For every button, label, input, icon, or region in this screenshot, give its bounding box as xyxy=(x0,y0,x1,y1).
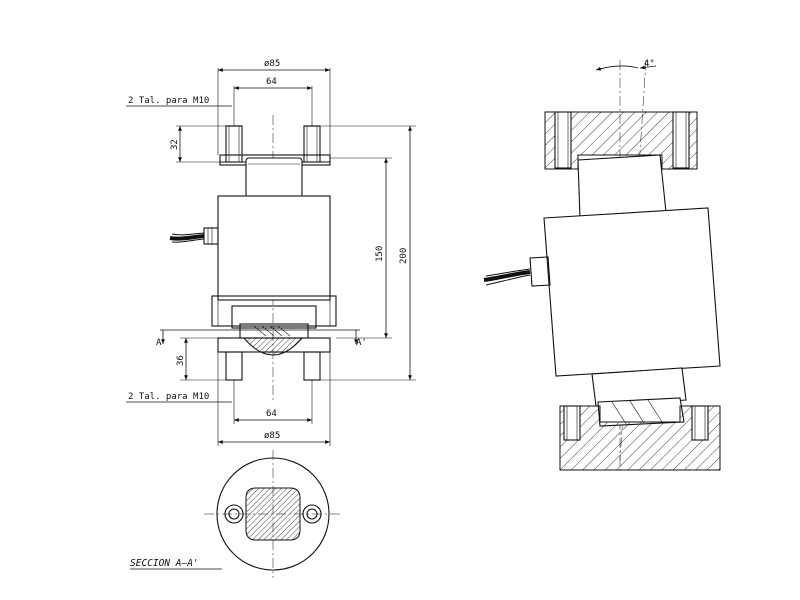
angle-arc xyxy=(595,65,639,71)
section-bolt-hole-right xyxy=(302,504,322,524)
tilt-bottom-base xyxy=(559,405,721,471)
section-view: SECCION A–A' xyxy=(130,450,342,578)
top-bolt-right xyxy=(303,125,321,163)
tilt-cell-body xyxy=(543,207,721,377)
section-outer-circle xyxy=(216,457,330,571)
top-bolt-left xyxy=(225,125,243,163)
cell-skirt xyxy=(211,295,337,327)
tilt-angle-label: 4° xyxy=(644,59,655,69)
section-bolt-inner-right xyxy=(306,508,318,520)
section-caption: SECCION A–A' xyxy=(130,558,199,569)
section-bolt-hole-left xyxy=(224,504,244,524)
cable xyxy=(169,234,205,241)
dim-bottom-spacing: 64 xyxy=(266,409,277,419)
dim-top-spacing: 64 xyxy=(266,77,277,87)
cell-body xyxy=(217,195,331,301)
dim-total-height: 200 xyxy=(399,248,409,264)
front-view: A A' ø85 64 2 Tal. para M10 32 150 xyxy=(126,59,416,446)
tilt-view: 4° xyxy=(483,59,721,471)
section-label-right: A' xyxy=(356,338,367,348)
dim-body-height: 150 xyxy=(375,246,385,262)
bottom-thread-note: 2 Tal. para M10 xyxy=(128,392,209,402)
bottom-bolt-right xyxy=(303,351,321,381)
tilt-bottom-bolt-right xyxy=(691,405,709,441)
dim-top-height: 32 xyxy=(170,139,180,150)
tilt-lower-neck xyxy=(591,367,687,407)
top-thread-note: 2 Tal. para M10 xyxy=(128,96,209,106)
tilt-load-button xyxy=(577,154,667,219)
section-bolt-inner-left xyxy=(228,508,240,520)
tilt-cable xyxy=(483,270,531,282)
dim-top-diameter: ø85 xyxy=(264,59,280,69)
bottom-bolt-left xyxy=(225,351,243,381)
dim-bottom-height: 36 xyxy=(176,355,186,366)
tilt-top-bolt-left xyxy=(554,111,572,169)
dim-bottom-diameter: ø85 xyxy=(264,431,280,441)
cable-gland xyxy=(203,227,219,245)
bottom-ball xyxy=(242,337,304,356)
section-core xyxy=(245,487,301,541)
tilt-bottom-bolt-left xyxy=(563,405,581,441)
section-label-left: A xyxy=(156,338,162,348)
lower-neck xyxy=(231,305,317,329)
tilt-top-bolt-right xyxy=(672,111,690,169)
tilt-cable-gland xyxy=(529,256,551,287)
